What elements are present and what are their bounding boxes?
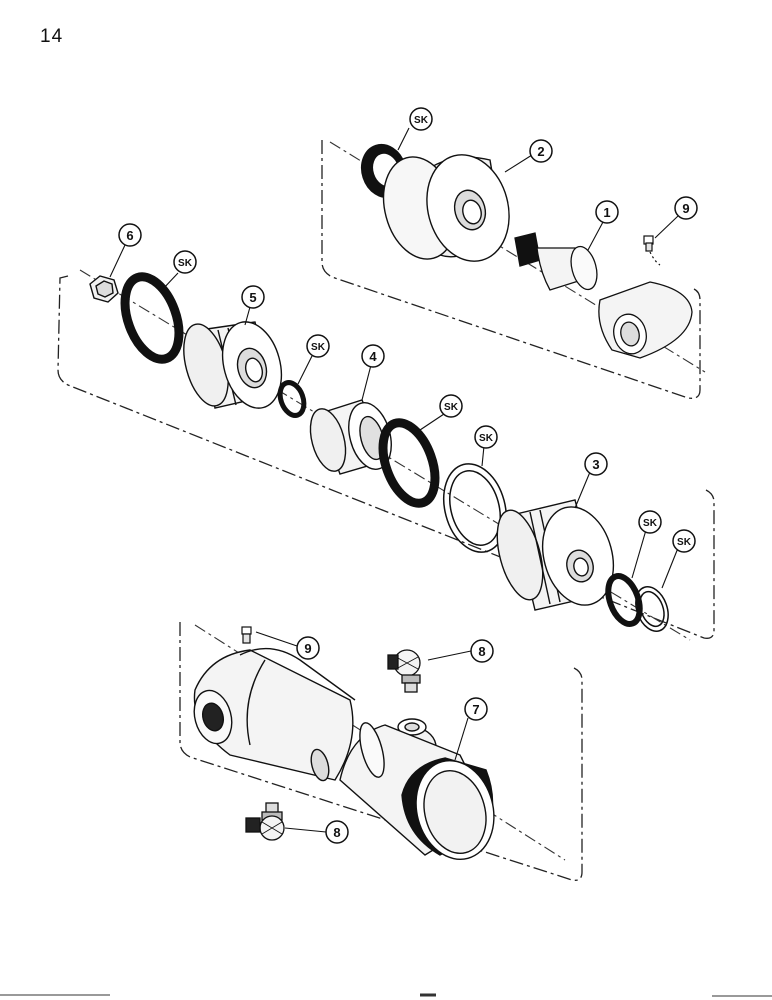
svg-text:SK: SK [677,537,692,548]
callout-part-9-lower: 9 [296,636,320,660]
middle-group-outline [57,275,715,639]
svg-text:1: 1 [603,205,610,220]
svg-text:SK: SK [311,342,326,353]
callout-part-3: 3 [584,452,608,476]
callout-sk-middle-1: SK [173,250,197,274]
svg-text:7: 7 [472,702,479,717]
callout-sk-middle-5: SK [638,510,662,534]
upper-group-outline [321,140,701,399]
svg-text:5: 5 [249,290,256,305]
sk-seal-middle-5 [605,573,643,627]
svg-text:SK: SK [643,518,658,529]
callout-sk-middle-4: SK [474,425,498,449]
callout-part-9-upper: 9 [674,196,698,220]
sk-ring-middle-4 [443,463,507,553]
callouts: SK 2 1 9 6 SK 5 SK [118,107,698,844]
part-2-gland [382,154,510,262]
callout-part-6: 6 [118,223,142,247]
part-8-elbow-fitting-left [245,802,285,841]
sk-seal-middle-2 [277,380,307,418]
leader-lines [109,127,679,833]
callout-part-2: 2 [529,139,553,163]
callout-sk-middle-2: SK [306,334,330,358]
callout-sk-upper: SK [409,107,433,131]
svg-text:8: 8 [478,644,485,659]
sk-ring-middle-6 [635,586,669,632]
svg-text:6: 6 [126,228,133,243]
part-3-piston-large [496,499,614,611]
page-number: 14 [40,26,64,47]
callout-part-8-lower: 8 [325,820,349,844]
lower-group-outline [179,622,583,881]
group-outlines [57,140,715,881]
callout-part-7: 7 [464,697,488,721]
part-7-barrel [339,718,495,860]
svg-text:SK: SK [479,433,494,444]
svg-text:9: 9 [682,201,689,216]
callout-part-8-upper: 8 [470,639,494,663]
callout-sk-middle-6: SK [672,529,696,553]
part-9-grease-fitting-upper [643,235,661,266]
svg-text:3: 3 [592,457,599,472]
callout-sk-middle-3: SK [439,394,463,418]
part-8-elbow-fitting-right [387,649,421,693]
callout-part-5: 5 [241,285,265,309]
part-4-spacer [309,399,392,475]
svg-text:9: 9 [304,641,311,656]
part-1-piston-rod [514,232,693,359]
sk-seal-middle-1 [120,272,184,364]
sk-seal-middle-3 [378,418,440,508]
barrel-end-eye [193,647,356,782]
svg-text:4: 4 [369,349,377,364]
bottom-scan-line [0,993,772,997]
svg-text:2: 2 [537,144,544,159]
svg-text:SK: SK [414,115,429,126]
svg-text:SK: SK [444,402,459,413]
svg-text:SK: SK [178,258,193,269]
part-5-piston [183,321,283,409]
callout-part-1: 1 [595,200,619,224]
part-9-grease-fitting-lower [241,626,252,644]
part-6-nut [89,275,119,303]
svg-text:8: 8 [333,825,340,840]
callout-part-4: 4 [361,344,385,368]
